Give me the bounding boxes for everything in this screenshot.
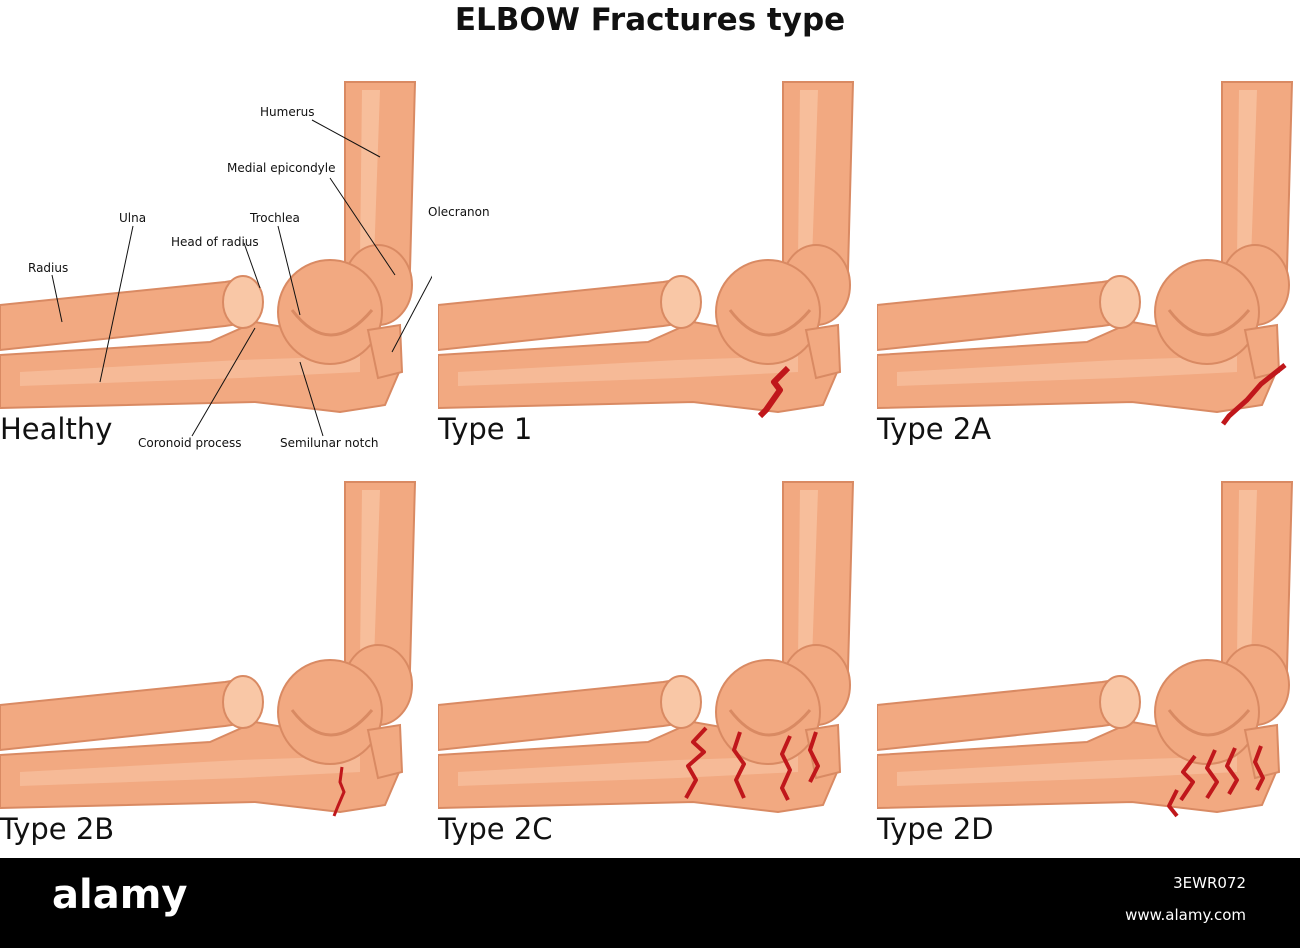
brand-logo: alamy — [52, 872, 188, 918]
fracture-line — [808, 731, 820, 783]
fracture-mark — [684, 726, 820, 801]
radial-head — [1099, 275, 1141, 329]
ulna-highlight — [458, 756, 798, 786]
label-head-of-radius: Head of radius — [171, 235, 259, 249]
ulna-highlight — [458, 356, 798, 386]
label-coronoid-process: Coronoid process — [138, 436, 242, 450]
elbow-illustration-type-2b — [0, 481, 417, 817]
label-humerus: Humerus — [260, 105, 315, 119]
humerus-shaft — [782, 81, 855, 271]
fracture-mark — [757, 365, 791, 419]
elbow-bones — [0, 481, 417, 814]
trochlea — [277, 259, 383, 365]
panel-label: Type 2B — [0, 812, 115, 846]
elbow-bones — [438, 81, 855, 414]
label-olecranon: Olecranon — [428, 205, 490, 219]
trochlea-groove — [728, 309, 812, 337]
fracture-line — [1167, 789, 1179, 818]
fracture-line — [684, 726, 708, 799]
trochlea — [277, 659, 383, 765]
humerus-highlight — [1237, 90, 1257, 260]
fracture-line — [1253, 745, 1265, 791]
olecranon — [804, 323, 842, 380]
label-radius: Radius — [28, 261, 68, 275]
fracture-line — [1179, 754, 1197, 802]
trochlea-groove — [728, 709, 812, 737]
fracture-mark — [332, 766, 346, 817]
elbow-bones — [877, 481, 1294, 814]
fracture-line — [1225, 747, 1239, 795]
annotation-lines — [51, 119, 432, 437]
elbow-illustration-type-2d — [877, 481, 1294, 818]
ulna-highlight — [897, 356, 1237, 386]
trochlea — [1154, 259, 1260, 365]
humerus-highlight — [1237, 490, 1257, 660]
image-id: 3EWR072 — [1173, 874, 1246, 892]
trochlea-groove — [1167, 309, 1251, 337]
elbow-bones — [438, 481, 855, 814]
ulna-highlight — [20, 756, 360, 786]
ulna-highlight — [20, 356, 360, 386]
radial-head — [660, 275, 702, 329]
panel-type-1: Type 1 — [438, 60, 870, 450]
elbow-illustration-type-2a — [877, 81, 1294, 426]
humerus-shaft — [1221, 481, 1294, 671]
panel-type-2c: Type 2C — [438, 460, 870, 850]
watermark-footer: alamy 3EWR072 www.alamy.com — [0, 858, 1300, 948]
diagram-title: ELBOW Fractures type — [454, 2, 846, 38]
fracture-line — [332, 766, 346, 817]
label-semilunar-notch: Semilunar notch — [280, 436, 379, 450]
trochlea — [715, 659, 821, 765]
fracture-line — [1221, 363, 1287, 426]
trochlea-groove — [290, 709, 374, 737]
olecranon — [366, 723, 404, 780]
fracture-line — [732, 731, 746, 799]
humerus-highlight — [798, 90, 818, 260]
radial-head — [222, 675, 264, 729]
humerus-shaft — [782, 481, 855, 671]
fracture-line — [1205, 749, 1219, 800]
fracture-line — [780, 735, 792, 801]
panel-label: Type 1 — [438, 412, 533, 446]
fracture-mark — [1167, 745, 1265, 818]
ulna-highlight — [897, 756, 1237, 786]
radial-head — [660, 675, 702, 729]
olecranon-label-layer: Olecranon — [428, 205, 490, 219]
label-trochlea: Trochlea — [249, 211, 300, 225]
panel-type-2d: Type 2D — [877, 460, 1300, 850]
humerus-highlight — [360, 490, 380, 660]
elbow-illustration-healthy: Humerus Medial epicondyle Ulna Trochlea … — [0, 81, 432, 450]
panel-label: Healthy — [0, 412, 113, 446]
trochlea-groove — [290, 309, 374, 337]
elbow-bones — [877, 81, 1294, 414]
panel-label: Type 2C — [438, 812, 553, 846]
humerus-highlight — [798, 490, 818, 660]
elbow-bones — [0, 81, 417, 414]
humerus-shaft — [1221, 81, 1294, 271]
elbow-illustration-type-2c — [438, 481, 855, 814]
fracture-line — [757, 365, 791, 419]
olecranon — [1243, 723, 1281, 780]
elbow-illustration-type-1 — [438, 81, 855, 419]
panel-healthy: Humerus Medial epicondyle Ulna Trochlea … — [0, 60, 432, 450]
panel-label: Type 2D — [877, 812, 994, 846]
panel-type-2b: Type 2B — [0, 460, 432, 850]
radial-head — [222, 275, 264, 329]
radial-head — [1099, 675, 1141, 729]
humerus-shaft — [344, 481, 417, 671]
trochlea-groove — [1167, 709, 1251, 737]
label-ulna: Ulna — [119, 211, 146, 225]
fracture-mark — [1221, 363, 1287, 426]
humerus-shaft — [344, 81, 417, 271]
trochlea — [715, 259, 821, 365]
panel-type-2a: Type 2A — [877, 60, 1300, 450]
humerus-highlight — [360, 90, 380, 260]
olecranon — [366, 323, 404, 380]
label-medial-epicondyle: Medial epicondyle — [227, 161, 336, 175]
panel-label: Type 2A — [877, 412, 992, 446]
site-url: www.alamy.com — [1125, 906, 1246, 924]
